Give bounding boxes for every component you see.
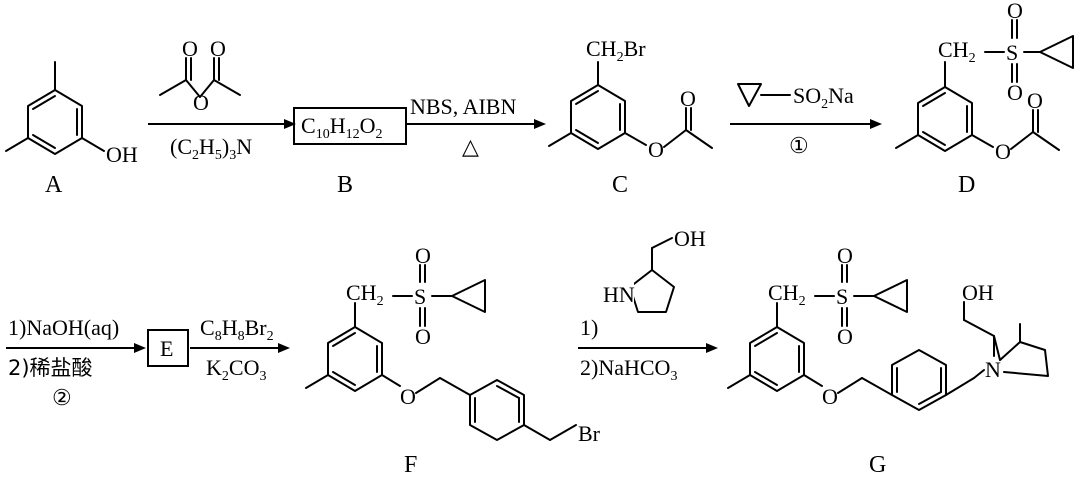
step-marker-1: ① [789, 133, 809, 158]
step-marker-2: ② [52, 385, 72, 410]
compound-c-structure: O O CH2Br [548, 36, 713, 162]
step6-line1: 1) [580, 315, 598, 340]
compound-label-d: D [958, 172, 975, 198]
sulfonyl-oxygen-label: O [1007, 80, 1023, 105]
compound-f-structure: O Br CH2 S O O [305, 243, 601, 446]
compound-a-structure: OH [5, 61, 138, 167]
bridge-oxygen-label: O [193, 90, 209, 115]
bromomethyl-label: CH2Br [586, 36, 646, 65]
compound-label-b: B [337, 172, 353, 198]
sulfonyl-oxygen-label: O [1007, 0, 1023, 23]
hydroxyl-label: OH [962, 280, 994, 305]
methylene-label: CH2 [346, 280, 384, 309]
arrowhead [706, 343, 718, 353]
compound-e-box [147, 329, 189, 367]
methylene-label: CH2 [938, 37, 976, 66]
carbonyl-oxygen-label: O [1027, 88, 1043, 113]
compound-b-box [293, 107, 407, 145]
compound-d-structure: O O CH2 S O O [895, 0, 1074, 164]
compound-label-e: E [160, 336, 173, 361]
dilute-hcl-label: 2)稀盐酸 [8, 356, 93, 380]
compound-b-formula: C10H12O2 [301, 113, 382, 142]
sulfonyl-oxygen-label: O [837, 324, 853, 349]
sulfonyl-oxygen-label: O [415, 243, 431, 268]
label-mask [604, 283, 634, 305]
sulfur-label: S [836, 284, 848, 309]
nitrogen-label: N [985, 357, 1001, 382]
sulfur-label: S [1006, 40, 1018, 65]
arrowhead [278, 343, 290, 353]
double-bond [32, 95, 56, 110]
methylene-label: CH2 [768, 280, 806, 309]
sulfur-label: S [414, 284, 426, 309]
arrowhead [134, 343, 146, 353]
reagent-acetic-anhydride: O O O [159, 36, 241, 115]
compound-label-a: A [45, 172, 63, 198]
hydroxyl-label: OH [674, 226, 706, 251]
ester-oxygen-label: O [648, 137, 664, 162]
naoh-label: 1)NaOH(aq) [8, 315, 119, 340]
compound-label-c: C [612, 172, 628, 198]
sulfonyl-oxygen-label: O [837, 243, 853, 268]
reagent-cyclopropylsulfinate: SO2Na [737, 83, 854, 112]
sulfinate-label: SO2Na [793, 83, 854, 112]
ester-oxygen-label: O [995, 139, 1011, 164]
compound-label-g: G [869, 452, 886, 478]
ether-oxygen-label: O [822, 384, 838, 409]
arrowhead [870, 119, 882, 129]
bromine-label: Br [578, 421, 601, 446]
amine-nh-label: HN [603, 282, 635, 307]
nbs-aibn-label: NBS, AIBN [410, 94, 516, 119]
oh-bond [81, 137, 105, 152]
arrowhead [284, 119, 296, 129]
heat-symbol: △ [462, 134, 479, 159]
benzene-ring [27, 89, 83, 155]
carbonyl-oxygen-label: O [182, 36, 198, 61]
triethylamine-label: (C2H5)3N [170, 134, 252, 163]
methyl-bond [5, 137, 29, 152]
reagent-prolinol: OH HN [603, 226, 706, 313]
hydroxyl-label: OH [106, 142, 138, 167]
ether-oxygen-label: O [400, 384, 416, 409]
carbonyl-oxygen-label: O [210, 36, 226, 61]
dibromide-formula: C8H8Br2 [200, 315, 274, 344]
sodium-bicarbonate-label: 2)NaHCO3 [580, 355, 677, 384]
sulfonyl-oxygen-label: O [415, 324, 431, 349]
carbonyl-oxygen-label: O [680, 86, 696, 111]
arrowhead [534, 119, 546, 129]
potassium-carbonate-label: K2CO3 [206, 355, 266, 384]
double-bond [32, 134, 56, 149]
compound-label-f: F [404, 452, 417, 478]
compound-g-structure: O N OH CH2 S O O [727, 243, 1049, 411]
